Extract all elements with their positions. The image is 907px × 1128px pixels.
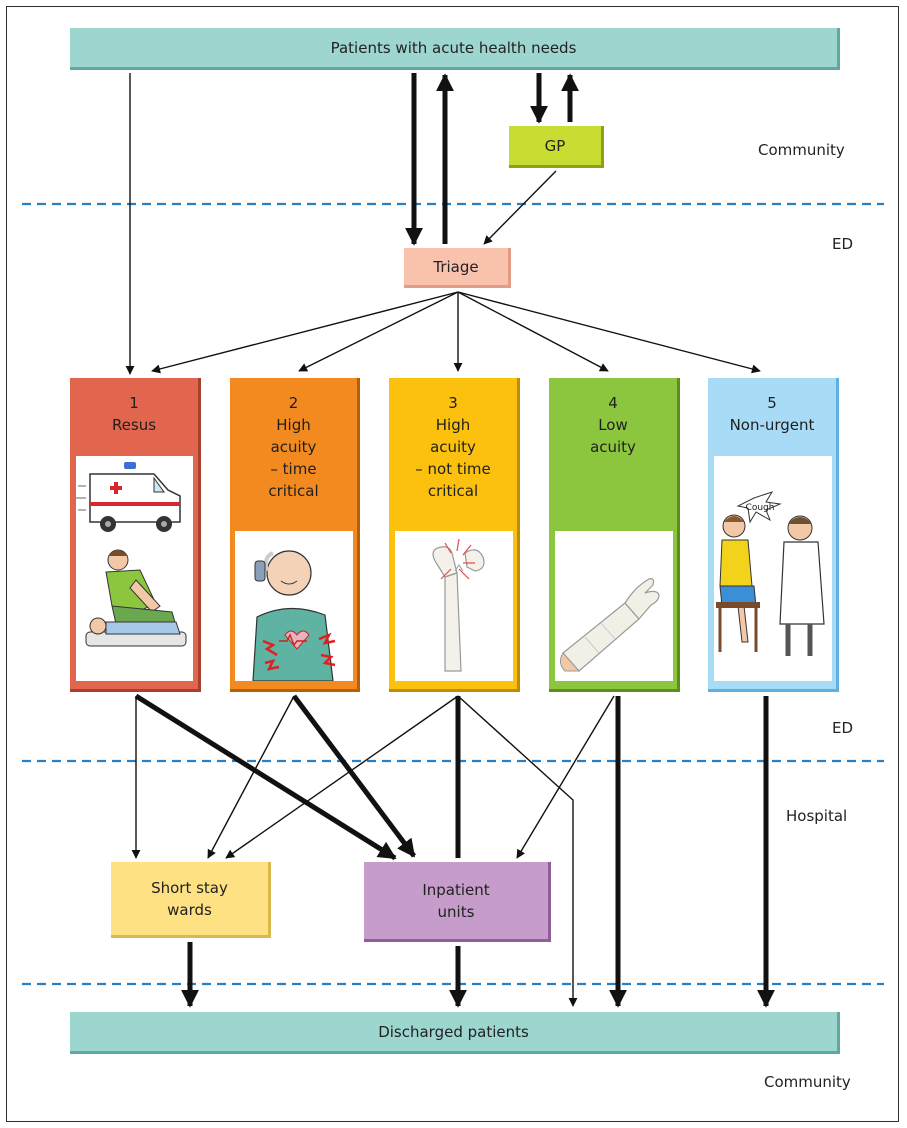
category-4-label-line1: Low	[598, 416, 628, 434]
category-2-high-acuity-time-critical: 2 High acuity – time critical	[230, 378, 360, 692]
category-1-number: 1	[129, 394, 139, 412]
category-2-label-line2: acuity	[270, 438, 317, 456]
arrow-gp-to-triage	[483, 170, 557, 245]
short-stay-label-line1: Short stay	[151, 878, 228, 897]
category-4-label-line2: acuity	[590, 438, 636, 456]
gp-label: GP	[544, 136, 566, 155]
cpr-icon	[85, 549, 187, 647]
cough-icon: Cough	[716, 491, 825, 656]
category-3-illustration	[395, 531, 513, 681]
chest-pain-icon	[252, 550, 336, 681]
ambulance-icon	[76, 462, 181, 532]
category-3-high-acuity-not-time-critical: 3 High acuity – not time critical	[389, 378, 520, 692]
category-5-non-urgent: 5 Non-urgent Cough	[708, 378, 839, 692]
gp-box: GP	[509, 126, 604, 168]
inpatient-label-line2: units	[437, 902, 475, 921]
category-2-label-line3: – time	[270, 460, 317, 478]
arrow-cat4-to-inpatient	[516, 695, 615, 859]
inpatient-label-line1: Inpatient	[422, 880, 490, 899]
short-stay-wards-box: Short stay wards	[111, 862, 271, 938]
fractured-bone-icon	[432, 538, 485, 672]
arrow-cat3-to-short-stay	[225, 695, 459, 859]
category-3-label-line3: – not time	[415, 460, 491, 478]
category-2-number: 2	[288, 394, 299, 412]
category-1-illustration	[76, 456, 193, 681]
category-4-low-acuity: 4 Low acuity	[549, 378, 680, 692]
patients-acute-needs-bar: Patients with acute health needs	[70, 28, 840, 70]
triage-label: Triage	[433, 257, 479, 276]
region-ed-bottom: ED	[832, 719, 854, 737]
inpatient-units-box: Inpatient units	[364, 862, 551, 942]
arm-cast-icon	[559, 578, 660, 672]
category-3-label-line4: critical	[427, 482, 479, 500]
discharged-patients-bar: Discharged patients	[70, 1012, 840, 1054]
category-3-label-line1: High	[435, 416, 471, 434]
category-2-illustration	[235, 531, 353, 681]
category-2-label-line4: critical	[268, 482, 319, 500]
triage-box: Triage	[404, 248, 511, 288]
arrow-triage-to-cat1	[151, 291, 459, 374]
diagram-frame	[6, 6, 899, 1122]
category-3-label-line2: acuity	[430, 438, 476, 456]
category-2-label-line1: High	[276, 416, 311, 434]
cough-speech-bubble: Cough	[746, 503, 775, 513]
category-5-illustration: Cough	[714, 456, 832, 681]
category-5-label: Non-urgent	[729, 416, 815, 434]
region-ed-top: ED	[832, 235, 854, 253]
category-1-label: Resus	[111, 416, 157, 434]
region-community-top: Community	[758, 141, 845, 159]
short-stay-label-line2: wards	[167, 900, 212, 919]
region-community-bottom: Community	[764, 1073, 851, 1091]
category-4-illustration	[555, 531, 673, 681]
arrow-triage-to-cat4	[457, 291, 609, 372]
arrow-triage-to-cat5	[457, 291, 761, 374]
discharged-patients-label: Discharged patients	[378, 1022, 529, 1041]
arrow-cat2-to-short-stay	[207, 695, 295, 859]
category-1-resus: 1 Resus	[70, 378, 201, 692]
arrow-cat3-to-discharge	[457, 695, 578, 1007]
patients-acute-needs-label: Patients with acute health needs	[330, 38, 577, 57]
category-3-number: 3	[448, 394, 458, 412]
arrow-triage-to-cat2	[298, 291, 459, 372]
arrow-cat1-to-inpatient	[134, 693, 397, 861]
arrow-cat2-to-inpatient	[292, 694, 416, 858]
category-5-number: 5	[767, 394, 777, 412]
category-4-number: 4	[608, 394, 618, 412]
region-hospital: Hospital	[786, 807, 848, 825]
